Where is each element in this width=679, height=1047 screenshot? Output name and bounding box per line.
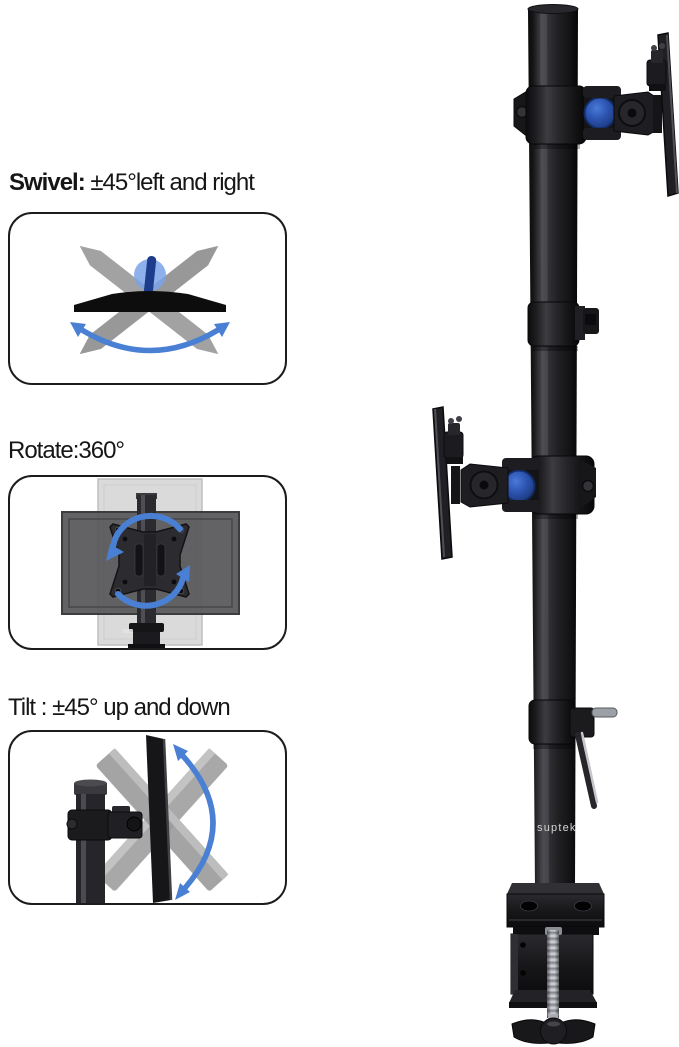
wing-knob bbox=[511, 1017, 596, 1045]
swivel-heading-keyword: Swivel: bbox=[9, 169, 86, 196]
swivel-pivot-icon bbox=[134, 256, 166, 298]
swivel-heading-detail: ±45°left and right bbox=[84, 169, 255, 196]
rotate-heading-detail: 360° bbox=[78, 437, 125, 464]
swivel-arrow-icon bbox=[70, 322, 230, 354]
tilt-side-view-icon bbox=[66, 735, 229, 903]
rotate-heading: Rotate:360° bbox=[8, 437, 125, 465]
adjustment-pin-icon bbox=[591, 707, 618, 718]
rotate-diagram bbox=[8, 475, 287, 650]
tilt-heading: Tilt : ±45° up and down bbox=[8, 694, 231, 722]
tilt-diagram bbox=[8, 730, 287, 905]
monitor-top-view-icon bbox=[74, 291, 226, 312]
tilt-heading-keyword: Tilt : bbox=[8, 694, 53, 721]
upper-vesa-plate bbox=[646, 32, 679, 197]
tension-knob-icon bbox=[583, 96, 617, 130]
clamp-bolt-icon bbox=[581, 479, 595, 493]
clamp-slot-icon bbox=[574, 900, 592, 912]
brand-label: suptek bbox=[537, 822, 577, 834]
swivel-diagram bbox=[8, 212, 287, 385]
upper-monitor-mount bbox=[513, 32, 679, 197]
lever-handle-icon bbox=[575, 732, 597, 809]
swivel-top-view-icon bbox=[70, 245, 230, 355]
tilt-heading-detail: ±45° up and down bbox=[52, 694, 231, 721]
rotate-arrows-icon bbox=[106, 512, 190, 609]
rotate-back-view-icon bbox=[61, 478, 240, 648]
mounting-pole bbox=[527, 4, 579, 888]
swivel-heading: Swivel: ±45°left and right bbox=[9, 169, 255, 197]
lower-vesa-plate bbox=[432, 406, 464, 560]
tilt-arrow-icon bbox=[173, 744, 216, 900]
monitor-side-panel-icon bbox=[146, 735, 173, 903]
desk-clamp bbox=[506, 883, 605, 1045]
height-adjustment-collar bbox=[527, 301, 599, 351]
tension-lever-collar bbox=[528, 699, 618, 809]
pole-and-arm-icon bbox=[66, 779, 143, 903]
lower-monitor-mount bbox=[432, 406, 596, 560]
clamp-slot-icon bbox=[520, 900, 538, 912]
rotate-heading-keyword: Rotate: bbox=[8, 437, 79, 464]
